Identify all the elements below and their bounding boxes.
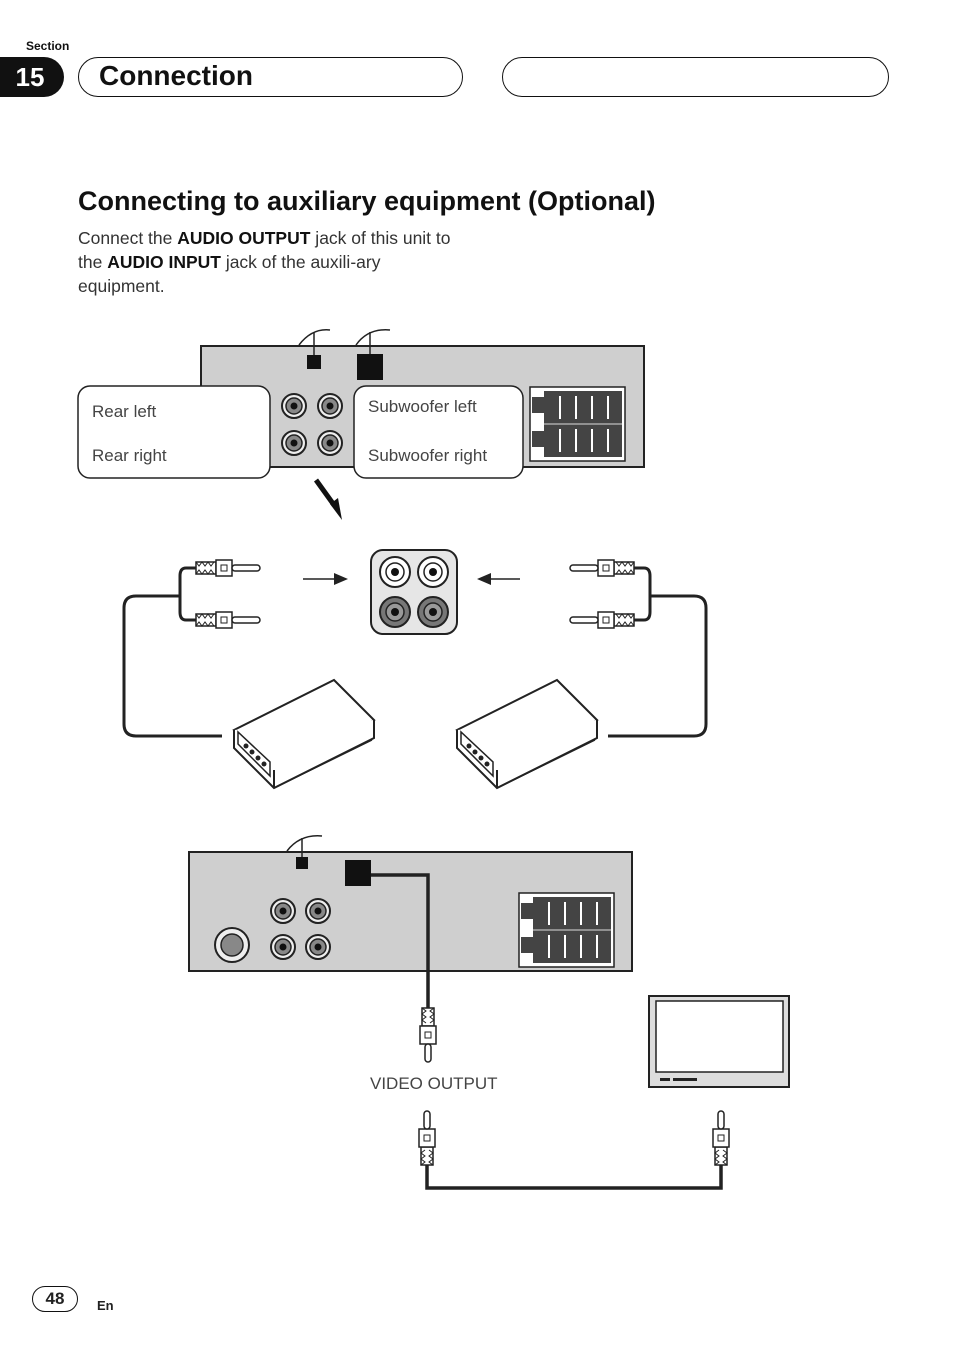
section-label: Section (26, 39, 70, 53)
rear-right-label: Rear right (92, 446, 167, 465)
intro-text-1: Connect the (78, 228, 178, 248)
audio-output-term: AUDIO OUTPUT (177, 228, 311, 248)
page-number: 48 (32, 1286, 78, 1312)
chapter-title-box: Connection (78, 57, 463, 97)
arrow-left (477, 573, 520, 585)
page-heading: Connecting to auxiliary equipment (Optio… (78, 186, 656, 216)
video-output-label: VIDEO OUTPUT (370, 1074, 498, 1093)
intro-paragraph: Connect the AUDIO OUTPUT jack of this un… (78, 226, 458, 298)
monitor (648, 995, 790, 1088)
video-cable (371, 873, 437, 1063)
subwoofer-left-label: Subwoofer left (368, 397, 477, 416)
intro-text-2: jack of this unit to the (78, 228, 451, 272)
head-unit-bottom (188, 835, 633, 972)
video-rca-cable (418, 1110, 730, 1190)
chapter-title: Connection (99, 60, 253, 91)
section-number-badge: 15 (0, 57, 64, 97)
header-blank-box (502, 57, 889, 97)
aux-amplifier-left (233, 679, 375, 789)
right-rca-cable (569, 559, 708, 738)
subwoofer-right-label: Subwoofer right (368, 446, 487, 465)
intro-text-3: jack of the auxili-ary equipment. (78, 252, 381, 296)
rear-label-box: Rear left Rear right (77, 385, 271, 479)
subwoofer-label-box: Subwoofer left Subwoofer right (353, 385, 524, 479)
left-rca-cable (122, 559, 261, 738)
zoom-arrow (313, 478, 342, 520)
rca-jack-cluster (370, 549, 458, 635)
aux-amplifier-right (456, 679, 598, 789)
rear-left-label: Rear left (92, 402, 157, 421)
language-code: En (97, 1298, 114, 1313)
arrow-right (303, 573, 348, 585)
audio-input-term: AUDIO INPUT (107, 252, 221, 272)
